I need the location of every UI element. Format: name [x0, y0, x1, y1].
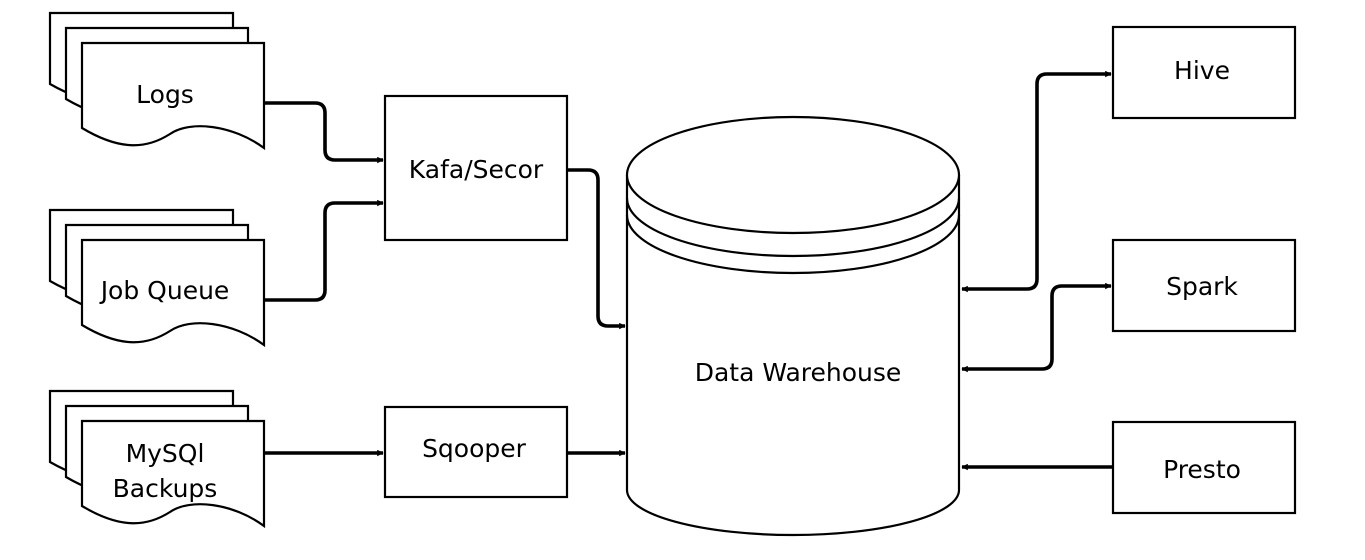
sqooper-label: Sqooper [422, 434, 527, 463]
warehouse-hive-bidirectional-arrow [961, 70, 1112, 293]
mysql-backups-label-line2: Backups [113, 474, 218, 503]
job-queue-to-kafka-arrow [265, 199, 384, 302]
warehouse-spark-bidirectional-arrow [961, 282, 1112, 373]
kafka-to-warehouse-arrow [568, 168, 626, 330]
data-warehouse-label: Data Warehouse [695, 358, 902, 387]
mysql-backups-label-line1: MySQl [126, 439, 205, 468]
spark-label: Spark [1166, 272, 1238, 301]
sqooper-node: Sqooper [383, 405, 569, 499]
spark-node: Spark [1111, 238, 1297, 333]
hive-label: Hive [1174, 56, 1230, 85]
logs-label: Logs [136, 80, 194, 109]
kafka-secor-node: Kafa/Secor [383, 94, 569, 242]
logs-document-stack: Logs [48, 11, 266, 151]
job-queue-label: Job Queue [99, 276, 230, 305]
kafka-secor-label: Kafa/Secor [409, 155, 544, 184]
logs-to-kafka-arrow [265, 101, 384, 164]
presto-label: Presto [1163, 455, 1241, 484]
presto-node: Presto [1111, 420, 1297, 515]
hive-node: Hive [1111, 25, 1297, 120]
mysql-backups-document-stack: MySQl Backups [48, 389, 266, 529]
data-warehouse-cylinder: Data Warehouse [625, 115, 961, 537]
job-queue-document-stack: Job Queue [48, 208, 266, 348]
